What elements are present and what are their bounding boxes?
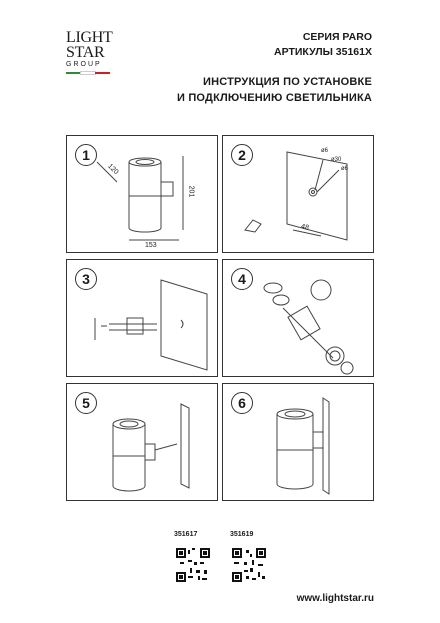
step-panel-3: 3 (66, 259, 218, 377)
mounting-plate-drawing (244, 151, 348, 241)
brand-logo: LIGHT STAR GROUP (66, 30, 122, 94)
italian-flag-stripe (66, 71, 111, 75)
dim-height: 201 (187, 185, 195, 198)
step-number-3: 3 (75, 268, 97, 290)
step-panel-2: 2 ø6 ø30 ø6 48 (222, 135, 374, 253)
step-panel-1: 1 120 201 153 (66, 135, 218, 253)
dim-hole-1: ø6 (321, 148, 329, 154)
instruction-title-line2: И ПОДКЛЮЧЕНИЮ СВЕТИЛЬНИКА (176, 92, 372, 104)
wall-fixing-drawing (94, 279, 208, 371)
step-number-4: 4 (231, 268, 253, 290)
logo-word-group: GROUP (66, 61, 102, 68)
logo-word-light: LIGHT (66, 29, 113, 46)
instruction-title-line1: ИНСТРУКЦИЯ ПО УСТАНОВКЕ (203, 76, 372, 88)
dim-hole-3: ø6 (341, 166, 349, 172)
step-number-6: 6 (231, 392, 253, 414)
qr-article-label-1: 351617 (174, 531, 198, 538)
dim-hole-2: ø30 (331, 157, 342, 163)
dim-width: 153 (145, 242, 157, 249)
dimension-drawing (96, 156, 184, 241)
article-numbers: АРТИКУЛЫ 35161X (274, 46, 372, 58)
luminaire-mounting-drawing (112, 403, 190, 492)
step-panel-6: 6 (222, 383, 374, 501)
step-panel-4: 4 (222, 259, 374, 377)
dim-spacing: 48 (300, 223, 310, 232)
step-number-5: 5 (75, 392, 97, 414)
wiring-drawing (263, 279, 354, 375)
step-number-1: 1 (75, 144, 97, 166)
logo-word-star: STAR (66, 44, 105, 61)
step-panel-5: 5 (66, 383, 218, 501)
qr-code-2[interactable] (232, 548, 266, 582)
series-title: СЕРИЯ PARO (302, 31, 372, 43)
website-link[interactable]: www.lightstar.ru (296, 593, 374, 604)
qr-code-1[interactable] (176, 548, 210, 582)
step-number-2: 2 (231, 144, 253, 166)
qr-article-label-2: 351619 (230, 531, 254, 538)
installed-luminaire-drawing (276, 397, 330, 495)
